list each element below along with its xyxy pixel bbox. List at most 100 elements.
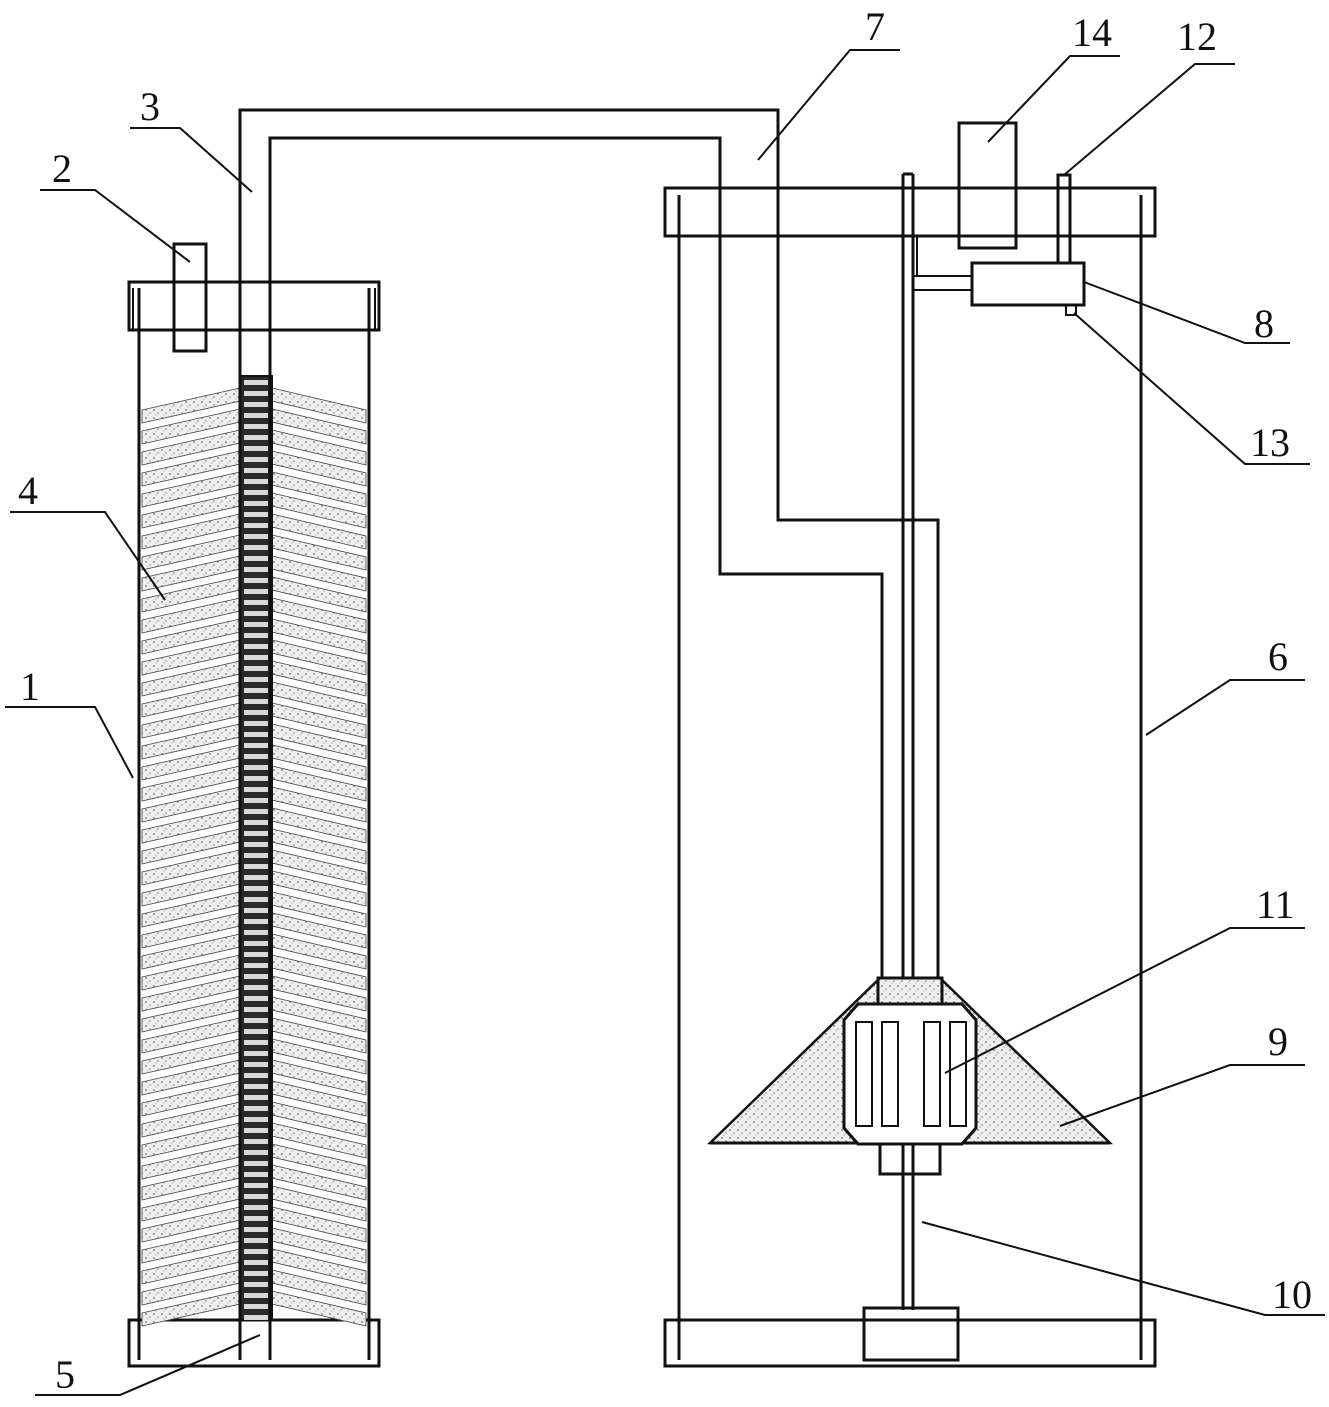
inlet-pipe xyxy=(172,242,208,353)
tube-slot xyxy=(244,963,268,968)
tube-slot xyxy=(244,820,268,825)
impeller-cage xyxy=(842,976,978,1176)
tube-slot xyxy=(244,765,268,770)
tube-slot xyxy=(244,699,268,704)
tube-slot xyxy=(244,479,268,484)
tube-slot xyxy=(244,1029,268,1034)
tube-slot xyxy=(244,1249,268,1254)
component-14-box xyxy=(957,121,1018,250)
tube-slot xyxy=(244,1062,268,1067)
label-4: 4 xyxy=(18,468,38,513)
tube-slot xyxy=(244,853,268,858)
right-vessel-bottom-cap xyxy=(663,1318,1157,1368)
tube-slot xyxy=(244,1051,268,1056)
tube-slot xyxy=(244,391,268,396)
tube-slot xyxy=(244,930,268,935)
label-11: 11 xyxy=(1256,882,1295,927)
tube-slot xyxy=(244,622,268,627)
tube-slot xyxy=(244,721,268,726)
tube-slot xyxy=(244,457,268,462)
tube-slot xyxy=(244,1315,268,1320)
tube-slot xyxy=(244,908,268,913)
tube-slot xyxy=(244,380,268,385)
tube-slot xyxy=(244,1117,268,1122)
label-5: 5 xyxy=(55,1352,75,1397)
right-vessel-top-cap xyxy=(663,186,1157,238)
tube-slot xyxy=(244,996,268,1001)
packing-media-layers xyxy=(141,387,367,1327)
tube-slot xyxy=(244,446,268,451)
tube-slot xyxy=(244,864,268,869)
label-6: 6 xyxy=(1268,634,1288,679)
tube-slot xyxy=(244,435,268,440)
tube-slot xyxy=(244,1172,268,1177)
connecting-pipe xyxy=(238,108,940,1360)
tube-slot xyxy=(244,732,268,737)
tube-slot xyxy=(244,501,268,506)
tube-slot xyxy=(244,1194,268,1199)
controller-box-8 xyxy=(913,236,1086,316)
left-vessel-top-cap xyxy=(127,280,381,332)
tube-slot xyxy=(244,1007,268,1012)
tube-slot xyxy=(244,1018,268,1023)
label-1: 1 xyxy=(20,664,40,709)
tube-slot xyxy=(244,743,268,748)
tube-slot xyxy=(244,1293,268,1298)
tube-slot xyxy=(244,1139,268,1144)
tube-slot xyxy=(244,1084,268,1089)
perforated-tube-body xyxy=(239,375,273,1321)
tube-slot xyxy=(244,974,268,979)
tube-slot xyxy=(244,919,268,924)
tube-slot xyxy=(244,490,268,495)
tube-slot xyxy=(244,512,268,517)
label-9: 9 xyxy=(1268,1019,1288,1064)
tube-slot xyxy=(244,1227,268,1232)
tube-slot xyxy=(244,688,268,693)
label-2: 2 xyxy=(52,146,72,191)
tube-slot xyxy=(244,754,268,759)
bottom-motor xyxy=(862,1306,960,1362)
tube-slot xyxy=(244,1183,268,1188)
tube-slots xyxy=(244,380,268,1320)
tube-slot xyxy=(244,424,268,429)
label-3: 3 xyxy=(140,84,160,129)
tube-slot xyxy=(244,600,268,605)
tube-slot xyxy=(244,1095,268,1100)
tube-slot xyxy=(244,1161,268,1166)
perforated-central-tube xyxy=(239,375,273,1321)
tube-slot xyxy=(244,1282,268,1287)
tube-slot xyxy=(244,1238,268,1243)
part-labels: 1 2 3 4 5 6 7 8 9 10 11 12 13 14 xyxy=(18,4,1312,1397)
tube-slot xyxy=(244,941,268,946)
tube-slot xyxy=(244,666,268,671)
label-13: 13 xyxy=(1250,420,1290,465)
tube-slot xyxy=(244,633,268,638)
tube-slot xyxy=(244,1150,268,1155)
tube-slot xyxy=(244,1260,268,1265)
tube-slot xyxy=(244,545,268,550)
tube-slot xyxy=(244,831,268,836)
tube-slot xyxy=(244,1205,268,1210)
tube-slot xyxy=(244,644,268,649)
tube-slot xyxy=(244,1271,268,1276)
tube-slot xyxy=(244,886,268,891)
tube-slot xyxy=(244,875,268,880)
tube-slot xyxy=(244,402,268,407)
tube-slot xyxy=(244,1216,268,1221)
tube-slot xyxy=(244,523,268,528)
tube-slot xyxy=(244,567,268,572)
tube-slot xyxy=(244,1304,268,1309)
right-reactor-vessel xyxy=(663,186,1157,1368)
tube-slot xyxy=(244,655,268,660)
label-10: 10 xyxy=(1272,1272,1312,1317)
tube-slot xyxy=(244,677,268,682)
tube-slot xyxy=(244,1040,268,1045)
tube-slot xyxy=(244,798,268,803)
tube-slot xyxy=(244,611,268,616)
label-14: 14 xyxy=(1072,10,1112,55)
tube-slot xyxy=(244,809,268,814)
label-8: 8 xyxy=(1254,301,1274,346)
tube-slot xyxy=(244,1073,268,1078)
tube-slot xyxy=(244,556,268,561)
